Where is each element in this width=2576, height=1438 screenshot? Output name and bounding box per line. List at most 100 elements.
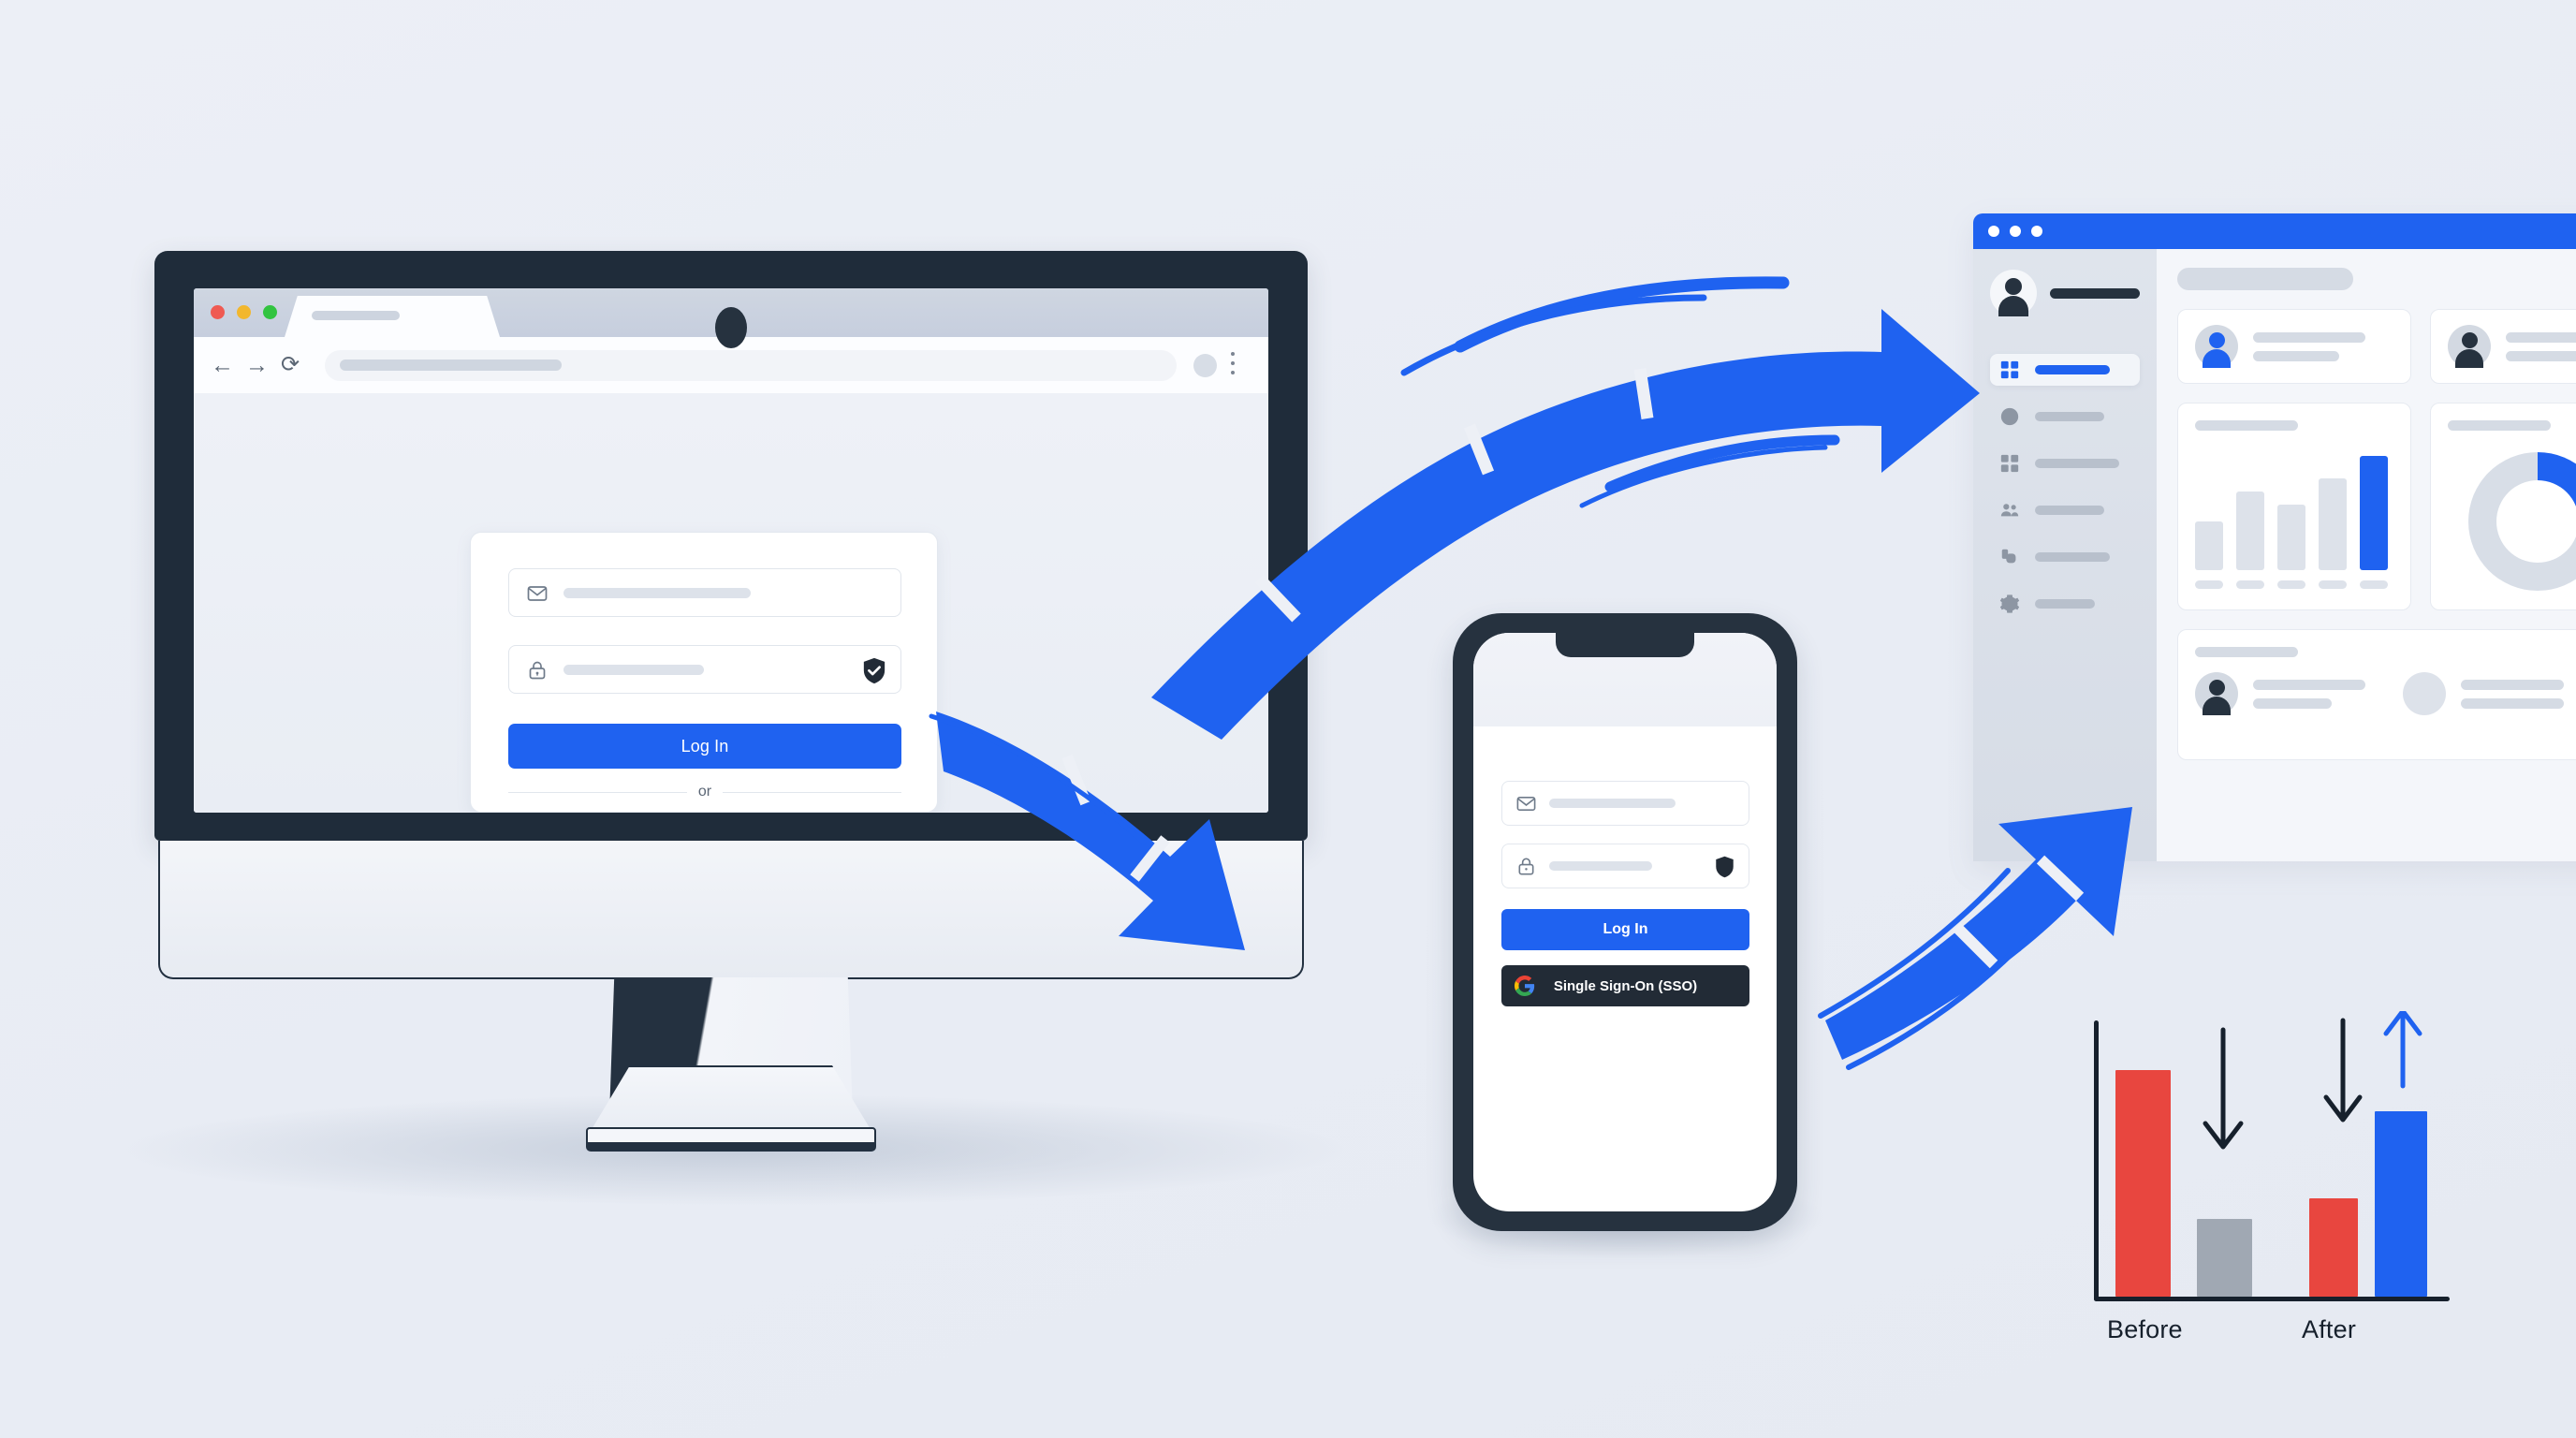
sidebar-item-2[interactable] (1990, 401, 2140, 433)
desktop-monitor: ← → ⟳ (108, 251, 1353, 1206)
donut-chart (2468, 452, 2576, 591)
sidebar-item-label (2035, 599, 2095, 609)
monitor-chin (158, 841, 1304, 979)
maximize-icon[interactable] (263, 305, 277, 319)
arrow-right-icon[interactable]: → (245, 352, 269, 378)
gear-icon (1999, 594, 2020, 614)
close-icon[interactable] (211, 305, 225, 319)
browser-page: Log In or (194, 393, 1268, 813)
dashboard-titlebar (1973, 213, 2576, 249)
mobile-login-button[interactable]: Log In (1501, 909, 1749, 950)
user-avatar-dark-icon (2448, 325, 2491, 368)
chart-bar-before-red (2115, 1070, 2171, 1297)
list-item[interactable] (2195, 672, 2576, 715)
chart-label-after: After (2302, 1315, 2357, 1343)
shield-icon (1714, 856, 1735, 878)
chart-annotation-arrows (2203, 1011, 2422, 1150)
sidebar-item-settings[interactable] (1990, 588, 2140, 620)
sidebar-item-label (2035, 506, 2104, 515)
dashboard-window (1973, 213, 2576, 861)
user-avatar-icon (1990, 270, 2037, 316)
mobile-sso-button-label: Single Sign-On (SSO) (1553, 977, 1698, 994)
dashboard-main (2157, 249, 2576, 861)
donut-chart-card[interactable] (2430, 403, 2576, 610)
sidebar-item-5[interactable] (1990, 541, 2140, 573)
mini-bar (2319, 478, 2347, 570)
apps-icon (1999, 453, 2020, 474)
login-button[interactable]: Log In (508, 724, 901, 769)
password-field[interactable] (508, 645, 901, 694)
chart-bar-before-gray (2197, 1219, 2252, 1297)
email-value (564, 588, 751, 598)
sidebar-item-label (2035, 365, 2110, 374)
arrow-speed-lines-top (1400, 276, 1840, 508)
chart-x-axis (2094, 1297, 2450, 1301)
list-card[interactable] (2177, 629, 2576, 760)
google-icon (1515, 976, 1535, 996)
chart-bar-after-blue (2375, 1111, 2427, 1297)
person-line-2 (2253, 350, 2339, 361)
arrow-left-icon[interactable]: ← (211, 352, 234, 378)
url-value (340, 360, 562, 371)
divider-label: or (697, 784, 712, 800)
email-field[interactable] (508, 568, 901, 617)
sidebar-item-dashboard[interactable] (1990, 354, 2140, 386)
shield-check-icon (861, 657, 887, 684)
lock-icon (1515, 856, 1537, 877)
divider-line (508, 791, 687, 793)
person-card[interactable] (2430, 309, 2576, 384)
arrow-speed-lines-bottom (1818, 868, 2036, 1070)
after-down-arrow-icon (2323, 1018, 2363, 1123)
page-title (2177, 268, 2353, 290)
password-value (564, 665, 704, 675)
people-icon (1999, 500, 2020, 521)
mini-bar (2277, 505, 2305, 570)
monitor-logo (715, 307, 747, 348)
sidebar-item-label (2035, 459, 2119, 468)
window-controls[interactable] (1988, 226, 2042, 237)
dashboard-sidebar (1973, 249, 2157, 861)
list-line-1 (2253, 679, 2365, 690)
sidebar-item-4[interactable] (1990, 494, 2140, 526)
circle-icon (1999, 406, 2020, 427)
person-card[interactable] (2177, 309, 2411, 384)
sidebar-item-3[interactable] (1990, 448, 2140, 479)
person-card-row (2177, 309, 2576, 384)
mobile-sso-button[interactable]: Single Sign-On (SSO) (1501, 965, 1749, 1006)
window-dot[interactable] (1988, 226, 1999, 237)
list-card-title (2195, 647, 2298, 657)
login-card: Log In or (470, 532, 938, 813)
window-dot[interactable] (2010, 226, 2021, 237)
traffic-lights[interactable] (211, 305, 277, 319)
mini-bar-ticks (2195, 580, 2395, 589)
arrow-phone-to-dashboard-segments (1952, 855, 2085, 969)
list-line-2 (2461, 697, 2564, 709)
browser-tab-label (312, 311, 400, 320)
bar-chart-card[interactable] (2177, 403, 2411, 610)
monitor-screen: ← → ⟳ (194, 288, 1268, 813)
mobile-password-field[interactable] (1501, 844, 1749, 888)
reload-icon[interactable]: ⟳ (281, 352, 300, 377)
donut-chart-title (2448, 420, 2551, 431)
user-avatar-dark-icon (2195, 672, 2238, 715)
phone-body: Log In Single Sign-On (SSO) (1453, 613, 1797, 1231)
sidebar-item-label (2035, 552, 2110, 562)
envelope-icon (1515, 793, 1537, 814)
person-line-2 (2506, 350, 2576, 361)
monitor-base-shadow (586, 1142, 876, 1152)
circle-avatar-icon (2403, 672, 2446, 715)
sidebar-user-name (2050, 287, 2140, 299)
sidebar-user[interactable] (1990, 270, 2140, 316)
chart-y-axis (2094, 1020, 2099, 1301)
profile-avatar[interactable] (1193, 354, 1217, 377)
envelope-icon (526, 582, 549, 605)
minimize-icon[interactable] (237, 305, 251, 319)
mini-bar (2236, 492, 2264, 570)
window-dot[interactable] (2031, 226, 2042, 237)
before-after-chart: Before After (2073, 1011, 2466, 1357)
mobile-email-field[interactable] (1501, 781, 1749, 826)
person-line-1 (2253, 331, 2365, 343)
kebab-menu-icon[interactable] (1231, 352, 1235, 378)
phone-notch (1556, 633, 1694, 657)
